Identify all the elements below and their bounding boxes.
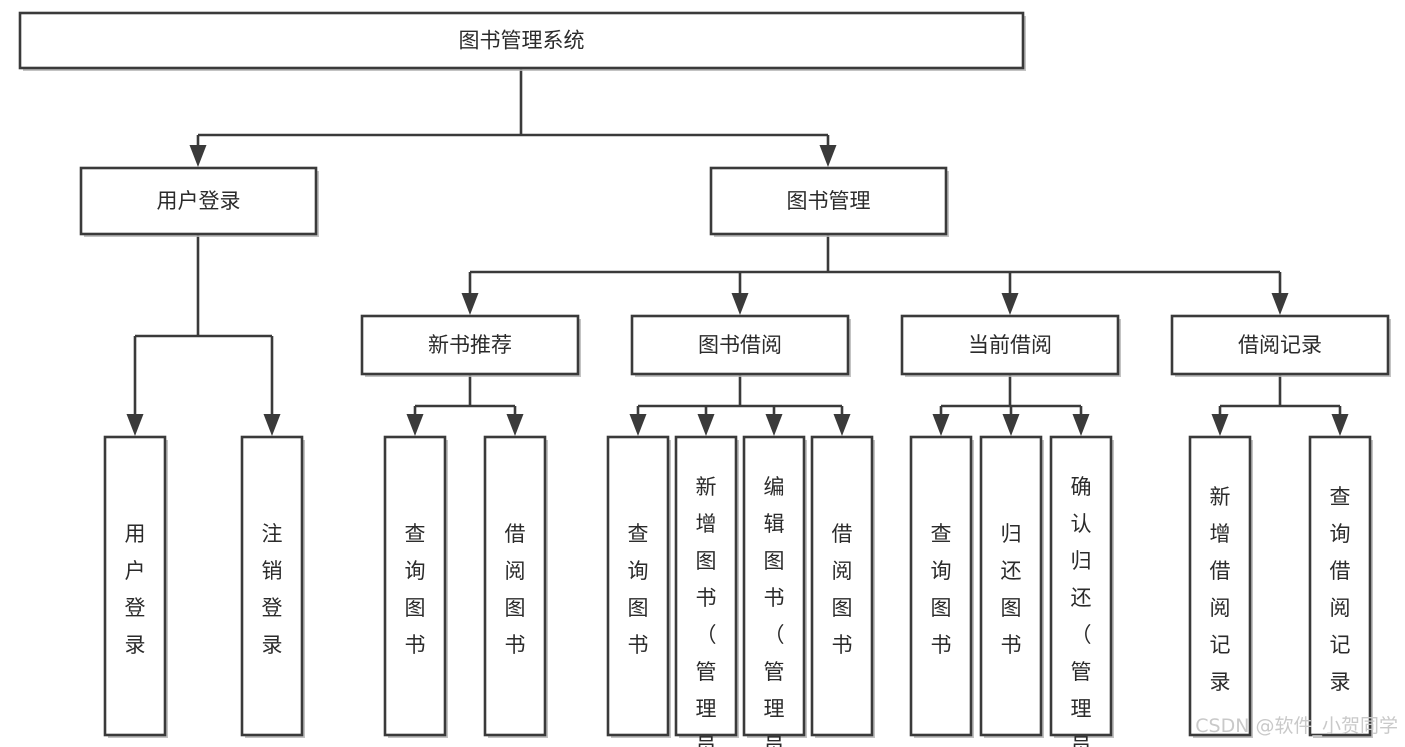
node-label: 新增图书（管理员）: [696, 475, 717, 747]
node-leaf-query-book-3[interactable]: 查询图书: [909, 435, 974, 738]
node-label: 编辑图书（管理员）: [764, 475, 785, 747]
node-user-login[interactable]: 用户登录: [79, 166, 319, 237]
node-leaf-query-book-1[interactable]: 查询图书: [383, 435, 448, 738]
node-box[interactable]: [79, 166, 318, 236]
node-new-book-rec[interactable]: 新书推荐: [360, 314, 581, 377]
node-box[interactable]: [979, 435, 1043, 737]
node-leaf-user-login[interactable]: 用户登录: [103, 435, 168, 738]
node-label: 借阅记录: [1238, 333, 1322, 357]
connector-current-borrow: [932, 374, 1090, 436]
node-leaf-borrow-book-1[interactable]: 借阅图书: [483, 435, 548, 738]
watermark-layer: CSDN @软件_小贺同学: [1195, 715, 1398, 737]
node-box[interactable]: [1188, 435, 1252, 737]
node-box[interactable]: [630, 314, 850, 376]
node-box[interactable]: [483, 435, 547, 737]
node-box[interactable]: [360, 314, 580, 376]
node-label: 图书借阅: [698, 333, 782, 357]
node-leaf-edit-book[interactable]: 编辑图书（管理员）: [742, 435, 807, 747]
connector-book-manage: [461, 234, 1289, 315]
node-leaf-add-book[interactable]: 新增图书（管理员）: [674, 435, 739, 747]
connector-book-borrow: [629, 374, 851, 436]
connector-layer: [126, 68, 1349, 436]
node-box[interactable]: [1049, 435, 1113, 737]
connector-arrowhead: [765, 414, 783, 436]
node-borrow-record[interactable]: 借阅记录: [1170, 314, 1391, 377]
node-label: 查询借阅记录: [1330, 485, 1351, 694]
node-label: 图书管理: [787, 189, 871, 213]
node-label: 当前借阅: [968, 333, 1052, 357]
connector-arrowhead: [1271, 293, 1289, 315]
node-leaf-logout[interactable]: 注销登录: [240, 435, 305, 738]
node-label: 用户登录: [157, 189, 241, 213]
connector-arrowhead: [932, 414, 950, 436]
connector-arrowhead: [1002, 414, 1020, 436]
node-leaf-query-book-2[interactable]: 查询图书: [606, 435, 671, 738]
connector-arrowhead: [697, 414, 715, 436]
connector-arrowhead: [126, 414, 144, 436]
node-label: 借阅图书: [505, 522, 526, 657]
node-label: 借阅图书: [832, 522, 853, 657]
node-book-borrow[interactable]: 图书借阅: [630, 314, 851, 377]
connector-arrowhead: [1072, 414, 1090, 436]
node-root[interactable]: 图书管理系统: [18, 11, 1026, 71]
node-box[interactable]: [1170, 314, 1390, 376]
node-box[interactable]: [18, 11, 1025, 70]
node-box[interactable]: [240, 435, 304, 737]
connector-arrowhead: [1211, 414, 1229, 436]
node-box[interactable]: [606, 435, 670, 737]
node-box[interactable]: [900, 314, 1120, 376]
node-label: 图书管理系统: [459, 29, 585, 53]
connector-arrowhead: [461, 293, 479, 315]
connector-arrowhead: [506, 414, 524, 436]
node-box[interactable]: [1308, 435, 1372, 737]
node-leaf-borrow-book-2[interactable]: 借阅图书: [810, 435, 875, 738]
node-label: 用户登录: [125, 522, 146, 657]
node-box[interactable]: [810, 435, 874, 737]
csdn-watermark: CSDN @软件_小贺同学: [1195, 715, 1398, 737]
node-label: 新增借阅记录: [1210, 485, 1231, 694]
connector-arrowhead: [1001, 293, 1019, 315]
connector-arrowhead: [263, 414, 281, 436]
node-box[interactable]: [742, 435, 806, 737]
node-label: 查询图书: [405, 522, 426, 657]
node-current-borrow[interactable]: 当前借阅: [900, 314, 1121, 377]
node-label: 查询图书: [628, 522, 649, 657]
connector-borrow-record: [1211, 374, 1349, 436]
node-book-manage[interactable]: 图书管理: [709, 166, 949, 237]
node-box[interactable]: [909, 435, 973, 737]
node-label: 查询图书: [931, 522, 952, 657]
node-label: 新书推荐: [428, 333, 512, 357]
node-leaf-add-record[interactable]: 新增借阅记录: [1188, 435, 1253, 738]
connector-root: [189, 68, 837, 167]
node-leaf-return-book[interactable]: 归还图书: [979, 435, 1044, 738]
node-label: 确认归还（管理员）: [1071, 475, 1092, 747]
connector-arrowhead: [833, 414, 851, 436]
node-box[interactable]: [709, 166, 948, 236]
node-box[interactable]: [383, 435, 447, 737]
connector-arrowhead: [189, 145, 207, 167]
connector-arrowhead: [1331, 414, 1349, 436]
connector-arrowhead: [819, 145, 837, 167]
node-layer: 图书管理系统用户登录图书管理新书推荐图书借阅当前借阅借阅记录用户登录注销登录查询…: [18, 11, 1391, 747]
node-label: 注销登录: [262, 522, 283, 657]
node-label: 归还图书: [1001, 522, 1022, 657]
connector-user-login: [126, 234, 281, 436]
connector-new-book-rec: [406, 374, 524, 436]
connector-arrowhead: [731, 293, 749, 315]
connector-arrowhead: [629, 414, 647, 436]
node-leaf-query-record[interactable]: 查询借阅记录: [1308, 435, 1373, 738]
connector-arrowhead: [406, 414, 424, 436]
node-box[interactable]: [103, 435, 167, 737]
node-leaf-confirm-return[interactable]: 确认归还（管理员）: [1049, 435, 1114, 747]
node-box[interactable]: [674, 435, 738, 737]
